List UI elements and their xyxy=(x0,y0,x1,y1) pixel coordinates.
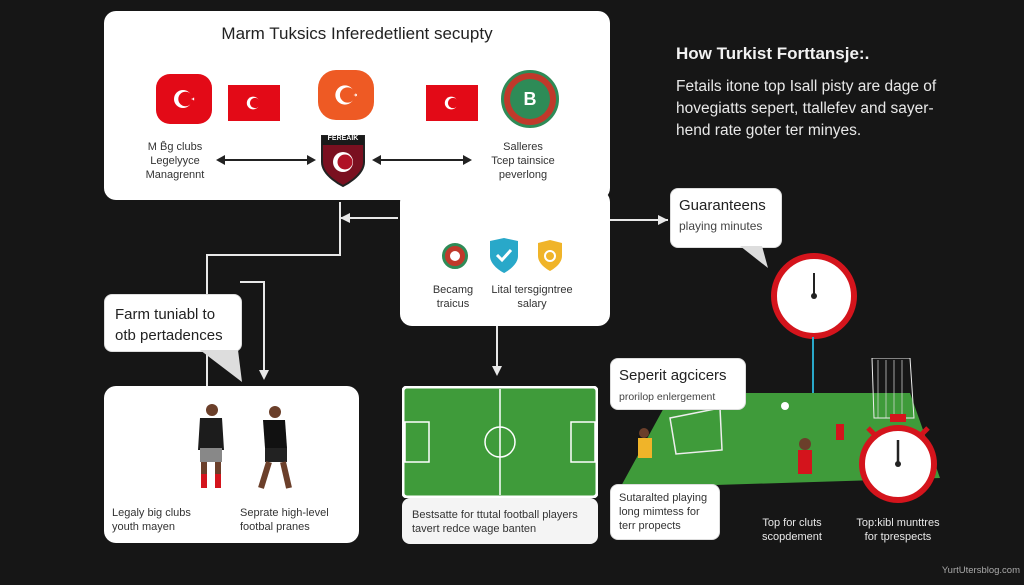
bubble-tail xyxy=(740,246,768,268)
sustained-bubble: Sutaralted playing long mimtess for terr… xyxy=(610,484,720,540)
agencies-subtitle: prorilop enlergement xyxy=(619,391,716,403)
right-club-caption: Salleres Tcep tainsice peverlong xyxy=(491,141,555,181)
turkish-flag-icon xyxy=(156,74,212,124)
double-arrow-icon xyxy=(372,155,472,165)
turkish-flag-icon xyxy=(426,85,478,121)
guarantees-bubble: Guaranteens playing minutes xyxy=(670,188,782,248)
club-crest-icon: B xyxy=(501,70,559,128)
guarantees-title: Guaranteens xyxy=(679,197,766,214)
turkish-flag-icon xyxy=(318,70,374,120)
right-heading-title: How Turkist Forttansje:. xyxy=(676,44,870,63)
center-left-caption: Becamg traicus xyxy=(432,284,474,310)
field-caption: Bestsatte for ttutal football players ta… xyxy=(412,509,578,535)
guarantees-subtitle: playing minutes xyxy=(679,219,763,233)
right-heading-body: Fetails itone top Isall pisty are dage o… xyxy=(676,78,937,139)
player-figure-icon xyxy=(258,406,292,489)
stopwatch-stem xyxy=(812,337,814,417)
watermark: YurtUtersblog.com xyxy=(941,565,1020,576)
players-right-caption: Seprate high-level footbal pranes xyxy=(240,507,329,533)
agencies-title: Seperit agcicers xyxy=(619,367,727,384)
top-card-title: Marm Tuksics Inferedetlient secupty xyxy=(221,24,493,43)
players-left-caption: Legaly big clubs youth mayen xyxy=(112,507,191,533)
center-right-caption: Lital tersgigntree salary xyxy=(491,284,573,310)
field-caption-box xyxy=(402,498,598,544)
player-figure-icon xyxy=(198,404,224,488)
club-shield-text: FEREAIK xyxy=(327,135,359,142)
shield-check-icon xyxy=(490,238,518,273)
ball-badge-icon xyxy=(442,243,468,269)
players-card xyxy=(104,386,359,543)
turkish-flag-icon xyxy=(228,85,280,121)
security-shield-icon xyxy=(538,240,562,271)
club-crest-letter: B xyxy=(510,79,550,119)
sustained-text: Sutaralted playing long mimtess for terr… xyxy=(619,492,708,532)
bottom-left-caption: Top for cluts scopdement xyxy=(762,517,822,543)
club-shield-icon xyxy=(321,135,365,188)
left-club-caption: M B̄g clubs Legelyyce Managrennt xyxy=(145,141,205,181)
bubble-tail xyxy=(200,350,242,382)
agencies-bubble: Seperit agcicers prorilop enlergement xyxy=(610,358,746,410)
farm-bubble: Farm tuniabl to otb pertadences xyxy=(104,294,242,352)
farm-title: Farm tuniabl to otb pertadences xyxy=(115,306,223,344)
stopwatch-icon xyxy=(859,414,937,503)
bottom-right-caption: Top:kibl munttres for tprespects xyxy=(856,517,940,543)
football-field-icon xyxy=(402,386,598,498)
stopwatch-icon xyxy=(771,253,857,339)
double-arrow-icon xyxy=(216,155,316,165)
